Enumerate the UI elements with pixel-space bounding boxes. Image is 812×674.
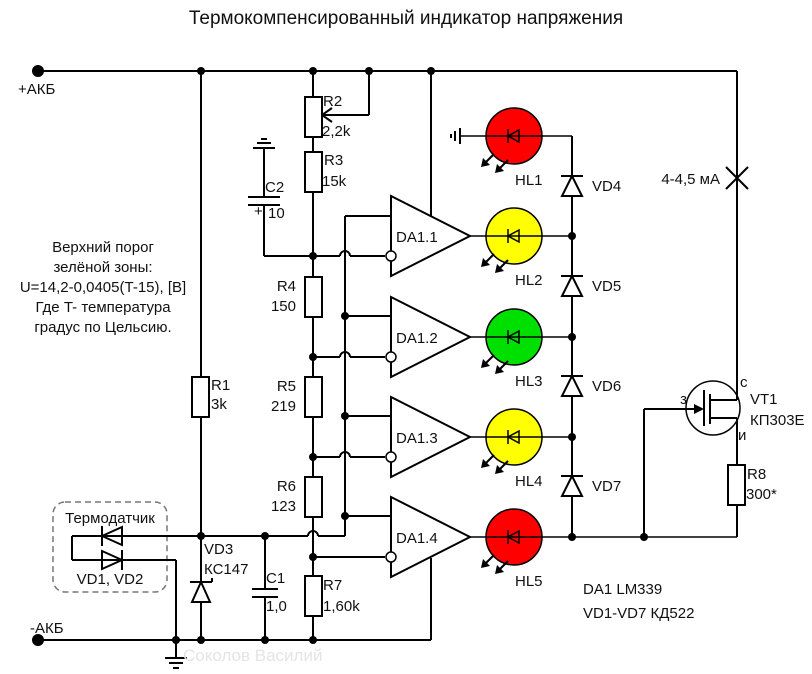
r8-ref: R8: [747, 466, 766, 483]
c1-value: 1,0: [266, 598, 287, 615]
resistor-r3: [304, 151, 323, 193]
r6-value: 123: [271, 498, 296, 515]
led-hl3: HL3: [481, 308, 543, 390]
r4-value: 150: [271, 298, 296, 315]
da1-3-label: DA1.3: [396, 430, 438, 447]
led-hl5: HL5: [481, 508, 543, 590]
r1-ref: R1: [211, 377, 230, 394]
r2-value: 2,2k: [322, 123, 351, 140]
led-hl4: HL4: [481, 408, 543, 490]
svg-text:U=14,2-0,0405(T-15), [B]: U=14,2-0,0405(T-15), [B]: [20, 279, 186, 296]
diode-vd7-label: VD7: [592, 478, 621, 495]
resistor-r4: [304, 276, 323, 318]
led-hl1-label: HL1: [515, 172, 543, 189]
minus-akb-label: -АКБ: [30, 620, 64, 637]
resistor-r1: [191, 376, 210, 418]
da1-4-label: DA1.4: [396, 530, 438, 547]
r5-value: 219: [271, 398, 296, 415]
capacitor-c2: [248, 138, 313, 257]
diode-vd6: VD6: [560, 373, 621, 397]
diode-vd5: VD5: [560, 273, 621, 297]
potentiometer-r2: [304, 96, 323, 138]
threshold-note: Верхний порог зелёной зоны: U=14,2-0,040…: [20, 239, 186, 336]
r8-value: 300*: [746, 486, 777, 503]
resistor-r6: [304, 476, 323, 518]
diode-vd7: VD7: [560, 473, 621, 497]
vd3-ref: VD3: [204, 541, 233, 558]
vt1-ref: VT1: [750, 391, 778, 408]
parts-list-da1: DA1 LM339: [583, 581, 662, 598]
r3-ref: R3: [324, 152, 343, 169]
c1-ref: C1: [266, 570, 285, 587]
r5-ref: R5: [277, 378, 296, 395]
vt1-source-pin: и: [738, 427, 746, 444]
inverting-inputs: [313, 250, 385, 558]
led-hl1: HL1: [481, 107, 543, 189]
led-hl3-label: HL3: [515, 373, 543, 390]
transistor-vt1: [643, 348, 741, 537]
zener-vd3: [190, 578, 213, 603]
svg-text:Верхний порог: Верхний порог: [52, 239, 154, 256]
r6-ref: R6: [277, 478, 296, 495]
light-emission-arrow-icon: [481, 454, 495, 468]
parts-list-diodes: VD1-VD7 КД522: [583, 605, 694, 622]
light-emission-arrow-icon: [495, 460, 509, 474]
r2-ref: R2: [323, 93, 342, 110]
light-emission-arrow-icon: [495, 259, 509, 273]
c2-ref: C2: [265, 179, 284, 196]
diode-vd4-label: VD4: [592, 178, 621, 195]
r3-value: 15k: [322, 173, 347, 190]
light-emission-arrow-icon: [495, 560, 509, 574]
diagram-title: Термокомпенсированный индикатор напряжен…: [189, 8, 623, 29]
led-hl5-label: HL5: [515, 573, 543, 590]
vt1-gate-pin: з: [680, 391, 687, 408]
current-note: 4-4,5 мА: [661, 171, 720, 188]
comparator-da1-2: [385, 295, 473, 379]
light-emission-arrow-icon: [495, 360, 509, 374]
resistor-r7: [304, 575, 323, 617]
r7-value: 1,60k: [323, 598, 360, 615]
led-hl4-label: HL4: [515, 473, 543, 490]
svg-text:зелёной зоны:: зелёной зоны:: [53, 259, 152, 276]
svg-text:градус по Цельсию.: градус по Цельсию.: [34, 319, 171, 336]
light-emission-arrow-icon: [481, 153, 495, 167]
light-emission-arrow-icon: [495, 159, 509, 173]
comparator-da1-1: [385, 194, 473, 278]
light-emission-arrow-icon: [481, 554, 495, 568]
comparator-da1-3: [385, 395, 473, 479]
comparator-da1-4: [385, 495, 473, 579]
diode-vd6-label: VD6: [592, 378, 621, 395]
light-emission-arrow-icon: [481, 354, 495, 368]
ground-icon: [165, 640, 187, 669]
r4-ref: R4: [277, 278, 296, 295]
resistor-r8: [727, 464, 746, 506]
diode-vd4: VD4: [560, 173, 621, 197]
c2-value: 10: [268, 205, 285, 222]
r1-value: 3k: [211, 396, 227, 413]
thermosensor: [52, 501, 201, 640]
svg-text:Где T- температура: Где T- температура: [35, 299, 171, 316]
current-measure-point: [725, 166, 749, 190]
diode-vd5-label: VD5: [592, 278, 621, 295]
author-watermark: Соколов Василий: [183, 646, 322, 665]
r7-ref: R7: [323, 577, 342, 594]
c2-polarity: +: [254, 203, 263, 220]
da1-2-label: DA1.2: [396, 330, 438, 347]
resistor-r5: [304, 376, 323, 418]
da1-1-label: DA1.1: [396, 229, 438, 246]
vt1-drain-pin: с: [740, 374, 748, 391]
led-hl2: HL2: [481, 207, 543, 289]
vd3-type: КС147: [204, 561, 248, 578]
led-hl2-label: HL2: [515, 272, 543, 289]
reference-bus: [305, 215, 391, 537]
light-emission-arrow-icon: [481, 253, 495, 267]
capacitor-c1: [201, 532, 305, 640]
plus-akb-label: +АКБ: [18, 81, 56, 98]
thermosensor-label: Термодатчик: [65, 510, 155, 527]
vt1-type: КП303Е: [750, 412, 805, 429]
thermosensor-diodes-label: VD1, VD2: [77, 571, 144, 588]
